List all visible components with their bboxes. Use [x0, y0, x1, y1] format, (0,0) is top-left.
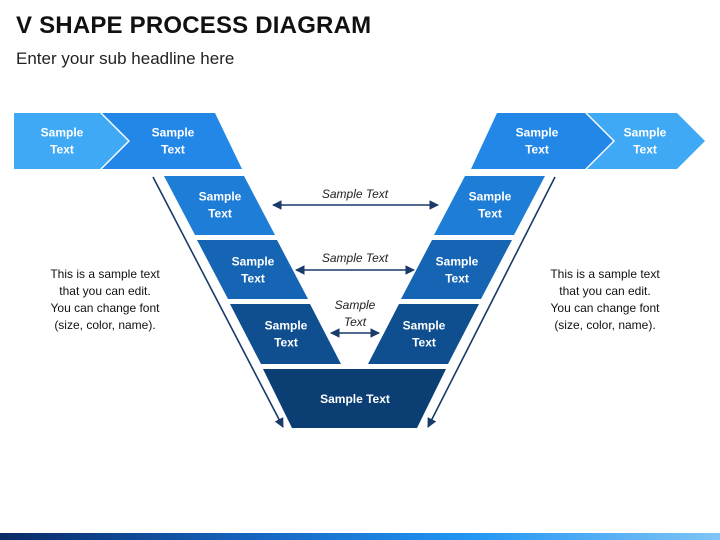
footer-accent-bar: [0, 533, 720, 540]
connector-2-label: Sample Text: [322, 251, 389, 265]
left-diagonal-arrow: [152, 176, 284, 428]
connector-1-label: Sample Text: [322, 187, 389, 201]
bottom-step[interactable]: Sample Text: [263, 369, 446, 428]
bottom-step-label: Sample Text: [320, 392, 390, 406]
page-subtitle: Enter your sub headline here: [16, 49, 235, 68]
page-title: V SHAPE PROCESS DIAGRAM: [16, 12, 372, 39]
right-diagonal-arrow: [427, 176, 556, 428]
